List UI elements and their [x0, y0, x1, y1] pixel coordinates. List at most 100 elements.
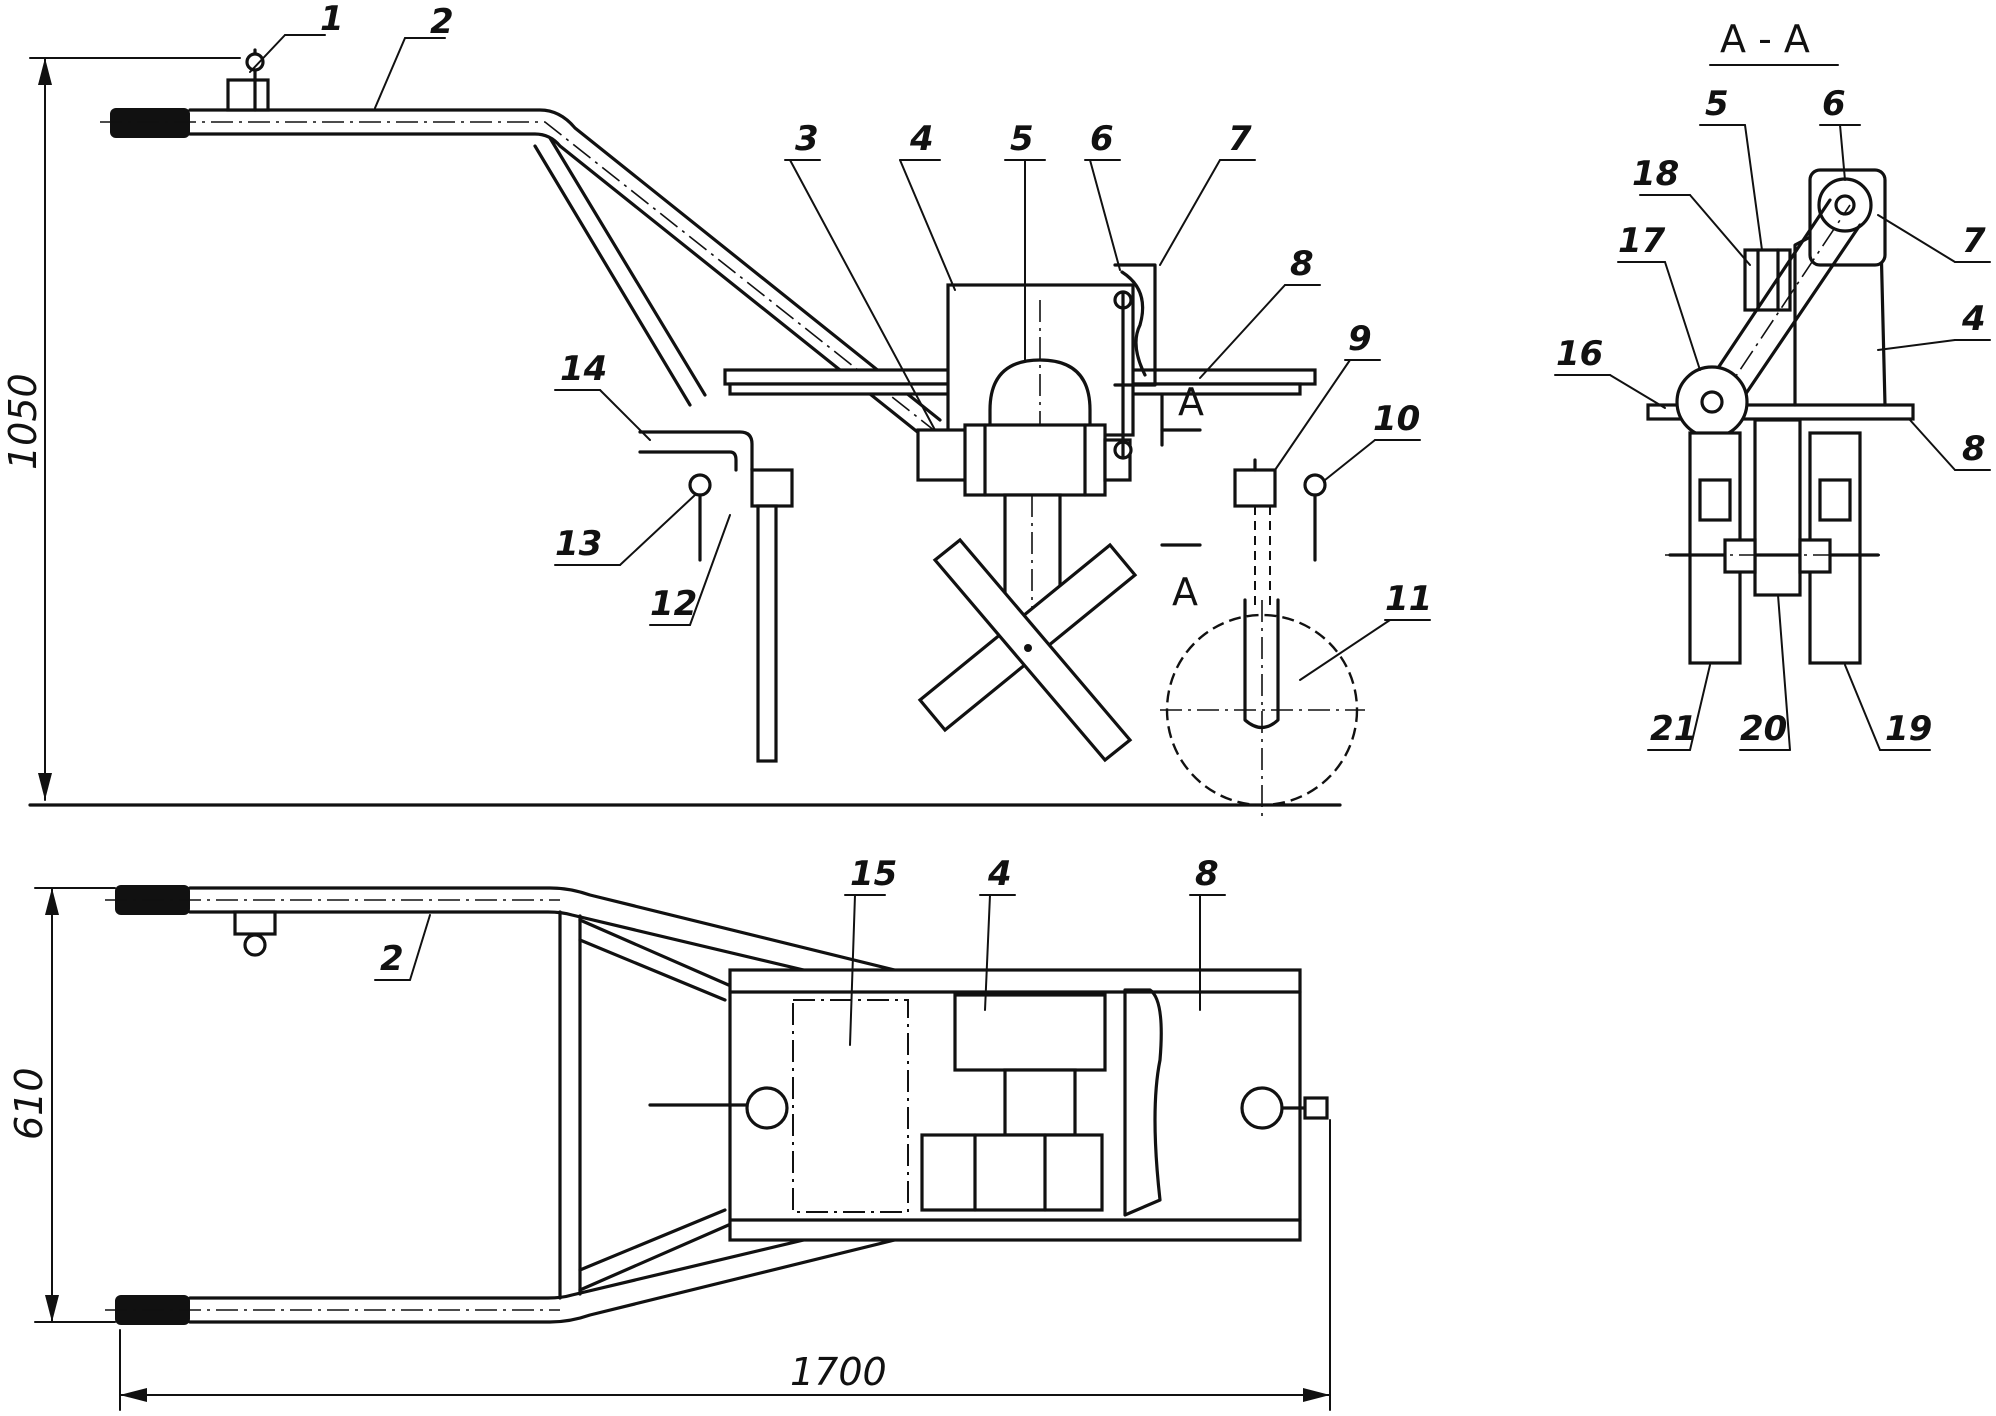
- sec-upper-pulley-hub: [1834, 194, 1856, 216]
- dim-width-arrow-top: [45, 888, 59, 915]
- top-front-nut: [1303, 1096, 1329, 1120]
- leader-sec-5: [1744, 124, 1763, 251]
- leader-3: [789, 159, 936, 431]
- callout-sec-6: 6: [1822, 84, 1846, 124]
- top-view: 610 1700 15 4 8 2: [7, 854, 1331, 1411]
- sec-lower-pulley-hub: [1700, 390, 1724, 414]
- top-handle-upper-a: [188, 886, 937, 982]
- lever-upper: [638, 430, 754, 472]
- callout-sec-7: 7: [1962, 221, 1986, 261]
- sec-axle-collar-left: [1723, 538, 1757, 574]
- leader-4: [899, 159, 956, 291]
- leader-11: [1299, 619, 1391, 681]
- belt-line: [1120, 270, 1147, 377]
- leader-2: [374, 37, 406, 109]
- callout-sec-18: 18: [1632, 154, 1679, 194]
- leader-sec-21: [1689, 664, 1711, 751]
- leader-top-2: [409, 914, 431, 981]
- handle-bar-upper: [188, 108, 942, 422]
- sec-left-inner: [1698, 478, 1732, 522]
- bolt-10-head: [1303, 473, 1327, 497]
- leader-9: [1274, 359, 1351, 471]
- wheel-fork: [1243, 598, 1280, 730]
- tiller-hub: [1024, 644, 1032, 652]
- leader-6: [1089, 159, 1121, 271]
- front-sleeve: [1233, 468, 1277, 508]
- leader-15: [849, 894, 856, 1046]
- leader-7: [1159, 159, 1221, 266]
- dim-length-arrow-left: [120, 1388, 147, 1402]
- handle-centerline: [100, 121, 936, 432]
- top-gearbox: [920, 1133, 1104, 1212]
- leader-13: [619, 494, 696, 566]
- callout-15: 15: [850, 854, 897, 894]
- callout-6: 6: [1090, 119, 1114, 159]
- section-callouts: 5 6 18 17 7 16 4 8 21: [1554, 84, 1991, 751]
- top-callouts: 15 4 8 2: [374, 854, 1226, 1046]
- sec-center-shaft: [1753, 418, 1802, 597]
- engine-cowl: [988, 358, 1092, 432]
- sec-right-inner: [1818, 478, 1852, 522]
- callout-10: 10: [1373, 399, 1420, 439]
- callout-sec-16: 16: [1556, 334, 1603, 374]
- top-rear-pivot: [745, 1086, 789, 1130]
- section-title: A - A: [1720, 17, 1810, 61]
- top-front-pivot: [1240, 1086, 1284, 1130]
- dim-height-text: 1050: [1, 373, 45, 470]
- gear-housing: [916, 428, 970, 482]
- callout-9: 9: [1348, 319, 1372, 359]
- leader-sec-16: [1609, 374, 1666, 409]
- callout-sec-20: 20: [1740, 709, 1787, 749]
- dim-width-arrow-bottom: [45, 1295, 59, 1322]
- handle-bracket: [226, 78, 270, 112]
- leader-sec-7: [1877, 214, 1956, 263]
- leader-8: [1199, 284, 1286, 379]
- top-brace-lower-b: [578, 1208, 727, 1272]
- leader-sec-17: [1664, 261, 1701, 371]
- sec-tensioner: [1743, 248, 1792, 312]
- leader-10: [1324, 439, 1376, 481]
- callout-top-8: 8: [1195, 854, 1219, 894]
- leader-sec-6: [1839, 124, 1846, 181]
- callout-4: 4: [909, 119, 934, 159]
- top-brace-lower-a: [578, 1218, 742, 1292]
- tiller-blade-b: [932, 537, 1133, 763]
- rear-leg: [756, 504, 778, 763]
- callout-14: 14: [560, 349, 607, 389]
- section-mark-bottom: A: [1172, 570, 1198, 614]
- top-belt-guard: [1123, 988, 1163, 1217]
- top-engine-block: [953, 993, 1107, 1072]
- callout-sec-5: 5: [1705, 84, 1729, 124]
- callout-sec-4: 4: [1961, 299, 1986, 339]
- callout-13: 13: [555, 524, 602, 564]
- section-view: A - A 5: [1554, 17, 1991, 751]
- callout-12: 12: [650, 584, 697, 624]
- side-view: A A 1050 1 2 3 4 5 6: [1, 0, 1432, 820]
- dim-arrow-top: [38, 58, 52, 85]
- strut-b: [533, 144, 692, 407]
- dim-arrow-bottom: [38, 773, 52, 800]
- top-engine-neck: [1003, 1068, 1077, 1137]
- leader-sec-4: [1877, 339, 1956, 351]
- leader-sec-18: [1689, 194, 1751, 266]
- sec-belt-a: [1708, 198, 1832, 382]
- top-bracket-knob: [243, 933, 267, 957]
- leader-1: [249, 34, 286, 73]
- callout-sec-8: 8: [1962, 429, 1986, 469]
- top-brace-upper-a: [578, 918, 742, 992]
- handle-grip: [110, 108, 190, 138]
- callout-11: 11: [1385, 579, 1432, 619]
- sec-belt-ctr: [1719, 204, 1851, 401]
- top-bracket: [233, 910, 277, 936]
- belt-guard: [1113, 263, 1157, 387]
- callout-1: 1: [320, 0, 344, 39]
- leader-sec-8: [1909, 419, 1956, 471]
- lever-lower: [638, 450, 738, 472]
- strut-a: [548, 136, 707, 397]
- callout-top-2: 2: [380, 939, 404, 979]
- bracket-knob: [245, 52, 265, 72]
- callout-5: 5: [1010, 119, 1034, 159]
- callout-3: 3: [795, 119, 819, 159]
- dim-length-text: 1700: [790, 1350, 887, 1394]
